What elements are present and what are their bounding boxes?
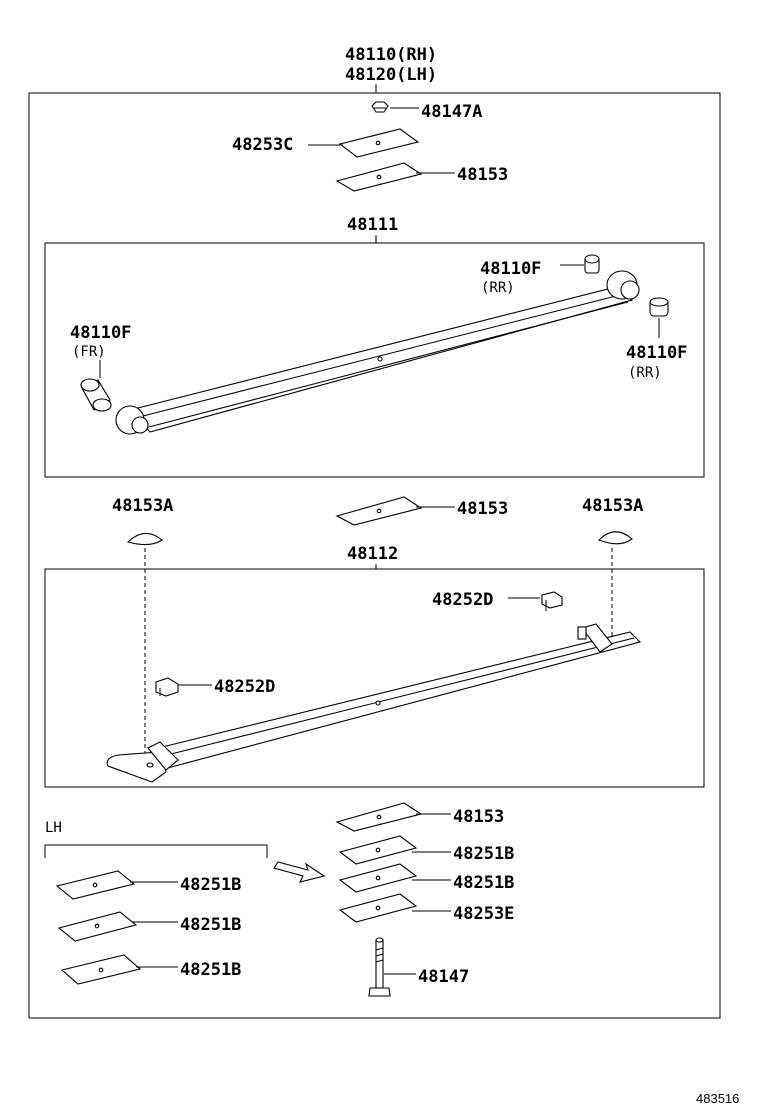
lh-plate1-label[interactable]: 48251B (180, 875, 241, 895)
lh-plate3-label[interactable]: 48251B (180, 960, 241, 980)
second-leaf-spring-part[interactable] (106, 623, 642, 783)
bushing-rr-upper-part[interactable] (584, 254, 600, 274)
plate-b1-label[interactable]: 48251B (453, 844, 514, 864)
lh-plate2-label[interactable]: 48251B (180, 915, 241, 935)
pad-middle-label[interactable]: 48153 (457, 499, 508, 519)
bushing-rr-lower-part[interactable] (649, 297, 669, 317)
plate-top-c-label[interactable]: 48253C (232, 135, 293, 155)
leaf2-frame (44, 568, 705, 788)
lh-bracket (44, 844, 268, 858)
diagram-ref-number: 483516 (696, 1091, 739, 1106)
leaf2-label[interactable]: 48112 (347, 544, 398, 564)
bushing-rr-lower-label[interactable]: 48110F (626, 343, 687, 363)
lh-arrow-icon (273, 861, 326, 883)
stopper-right-label[interactable]: 48153A (582, 496, 643, 516)
outer-frame (28, 92, 721, 1019)
bushing-rr-upper-note: (RR) (481, 280, 515, 296)
clip-left-label[interactable]: 48252D (214, 677, 275, 697)
main-leaf-spring-part[interactable] (115, 270, 640, 435)
assy-lh-label[interactable]: 48120(LH) (345, 65, 437, 85)
clip-left-part[interactable] (155, 677, 179, 697)
lh-label: LH (45, 820, 62, 836)
nut-label[interactable]: 48147A (421, 102, 482, 122)
bushing-fr-note: (FR) (72, 344, 106, 360)
bushing-rr-upper-label[interactable]: 48110F (480, 259, 541, 279)
plate-e-label[interactable]: 48253E (453, 904, 514, 924)
bushing-fr-part[interactable] (80, 378, 112, 412)
stopper-left-part[interactable] (126, 532, 163, 546)
bushing-fr-label[interactable]: 48110F (70, 323, 131, 343)
assy-rh-label[interactable]: 48110(RH) (345, 45, 437, 65)
pad-bottom-label[interactable]: 48153 (453, 807, 504, 827)
plate-b2-label[interactable]: 48251B (453, 873, 514, 893)
clip-right-part[interactable] (541, 591, 563, 611)
bushing-rr-lower-note: (RR) (628, 365, 662, 381)
nut-part[interactable] (371, 101, 389, 113)
bolt-part[interactable] (368, 937, 391, 997)
leaf1-label[interactable]: 48111 (347, 215, 398, 235)
clip-right-label[interactable]: 48252D (432, 590, 493, 610)
stopper-right-part[interactable] (598, 531, 633, 545)
stopper-left-label[interactable]: 48153A (112, 496, 173, 516)
leaf1-frame (44, 242, 705, 478)
pad-top-label[interactable]: 48153 (457, 165, 508, 185)
bolt-label[interactable]: 48147 (418, 967, 469, 987)
